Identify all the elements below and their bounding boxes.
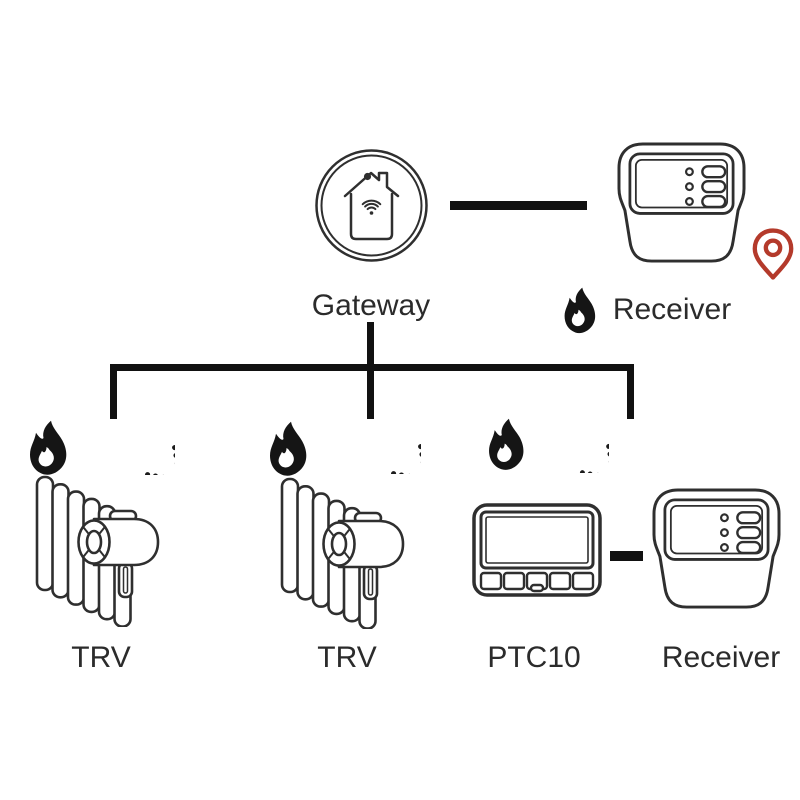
wireless-signal-icon	[357, 410, 421, 474]
thermostat-icon	[472, 503, 602, 597]
receiver-top-label: Receiver	[612, 293, 732, 326]
trv-left-label: TRV	[71, 641, 131, 674]
receiver-box-icon	[651, 487, 782, 614]
smart-home-gateway-icon	[315, 149, 428, 262]
wireless-signal-icon	[547, 411, 609, 473]
radiator-valve-icon	[280, 477, 415, 629]
receiver-bottom-label: Receiver	[661, 641, 781, 674]
ptc10-label: PTC10	[487, 641, 581, 674]
flame-icon	[27, 420, 72, 477]
branch-drop-center	[367, 364, 374, 419]
branch-drop-left	[110, 364, 117, 419]
gateway-trunk-line	[367, 322, 374, 371]
flame-icon	[486, 418, 529, 472]
receiver-box-icon	[616, 141, 747, 268]
branch-drop-right	[627, 364, 634, 419]
flame-icon	[267, 421, 312, 478]
ptc10-receiver-link-line	[610, 551, 643, 561]
location-pin-icon	[752, 228, 794, 280]
trv-middle-label: TRV	[317, 641, 377, 674]
wireless-signal-icon	[111, 411, 175, 475]
gateway-label: Gateway	[311, 289, 431, 322]
gateway-receiver-link-line	[450, 201, 587, 210]
house-wifi-icon	[343, 171, 400, 241]
radiator-valve-icon	[35, 475, 170, 627]
